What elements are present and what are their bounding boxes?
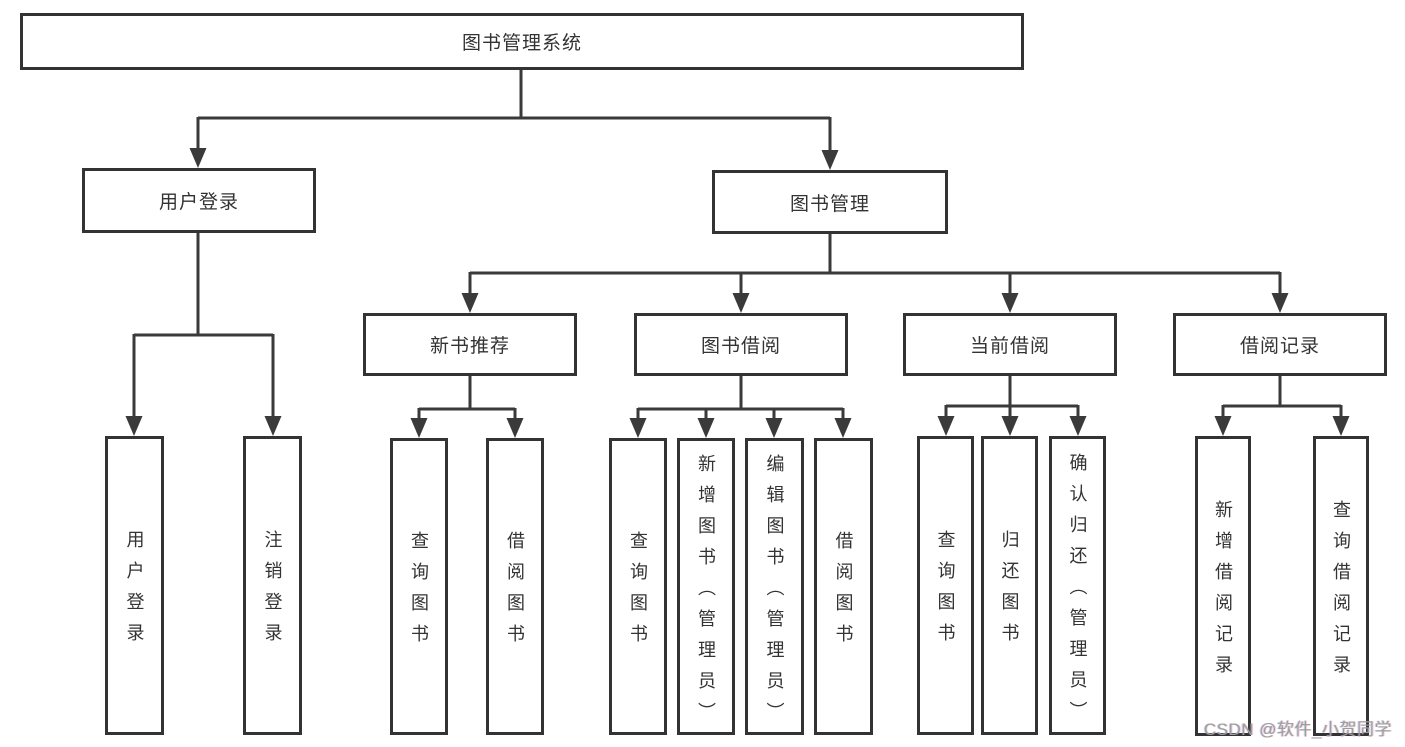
- leaf-query-books-borrowing-label: 查询图书: [628, 531, 648, 655]
- leaf-return-book: 归还图书: [981, 436, 1038, 735]
- leaf-user-login: 用户登录: [105, 436, 164, 735]
- node-user-login: 用户登录: [82, 168, 316, 233]
- leaf-query-books-recommend: 查询图书: [390, 438, 448, 735]
- leaf-query-books-current-label: 查询图书: [935, 530, 956, 654]
- leaf-borrow-books-borrowing-label: 借阅图书: [833, 531, 854, 655]
- leaf-logout-label: 注销登录: [262, 530, 283, 654]
- leaf-query-books-borrowing: 查询图书: [609, 438, 667, 735]
- leaf-borrow-books-recommend: 借阅图书: [486, 438, 544, 735]
- leaf-edit-book-admin-label: 编辑图书（管理员）: [764, 453, 785, 733]
- leaf-borrow-books-recommend-label: 借阅图书: [505, 531, 525, 655]
- leaf-query-borrow-record: 查询借阅记录: [1313, 436, 1369, 736]
- leaf-confirm-return-admin: 确认归还（管理员）: [1049, 436, 1106, 735]
- leaf-logout: 注销登录: [243, 436, 302, 735]
- leaf-add-borrow-record-label: 新增借阅记录: [1213, 499, 1233, 686]
- leaf-add-book-admin: 新增图书（管理员）: [677, 438, 735, 735]
- leaf-confirm-return-admin-label: 确认归还（管理员）: [1067, 452, 1088, 732]
- node-new-book-recommend: 新书推荐: [363, 313, 577, 376]
- node-root-system: 图书管理系统: [20, 13, 1024, 70]
- leaf-query-borrow-record-label: 查询借阅记录: [1331, 499, 1351, 686]
- node-book-borrowing: 图书借阅: [634, 313, 848, 376]
- leaf-add-borrow-record: 新增借阅记录: [1195, 436, 1251, 736]
- leaf-edit-book-admin: 编辑图书（管理员）: [745, 438, 804, 735]
- arrowheads: [125, 148, 1350, 438]
- leaf-query-books-recommend-label: 查询图书: [409, 531, 429, 655]
- leaf-user-login-label: 用户登录: [124, 530, 145, 654]
- leaf-query-books-current: 查询图书: [917, 436, 974, 735]
- leaf-return-book-label: 归还图书: [999, 530, 1020, 654]
- node-book-management: 图书管理: [712, 170, 948, 234]
- node-borrowing-records: 借阅记录: [1173, 313, 1387, 376]
- node-current-borrowing: 当前借阅: [903, 313, 1117, 376]
- leaf-borrow-books-borrowing: 借阅图书: [814, 438, 873, 735]
- csdn-watermark: CSDN @软件_小贺同学: [1203, 720, 1392, 739]
- leaf-add-book-admin-label: 新增图书（管理员）: [696, 453, 716, 733]
